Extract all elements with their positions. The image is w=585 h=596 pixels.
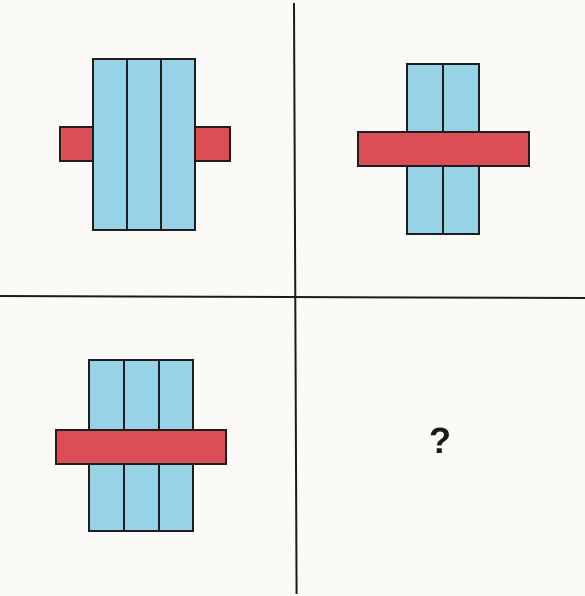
red-bar: [55, 429, 227, 465]
red-bar: [357, 131, 530, 167]
question-mark: ?: [429, 420, 451, 461]
vertical-divider: [293, 2, 298, 594]
panel-divider: [160, 60, 162, 229]
horizontal-divider: [0, 295, 585, 300]
panel-divider: [126, 60, 128, 229]
blue-panel-group: [92, 58, 196, 231]
